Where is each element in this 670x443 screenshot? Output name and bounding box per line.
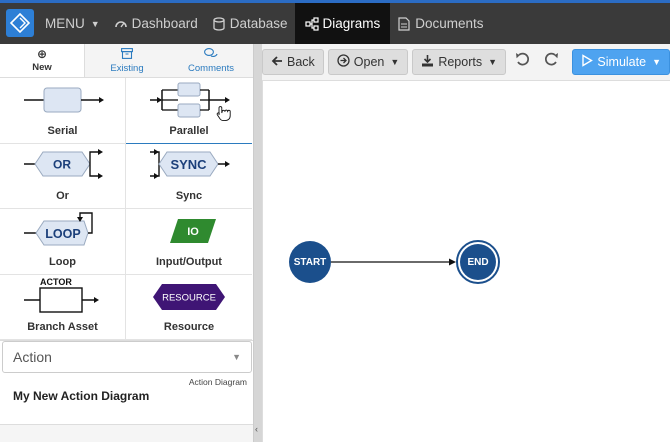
database-icon: [212, 16, 226, 31]
end-node[interactable]: END: [456, 240, 500, 284]
dashboard-icon: [114, 17, 128, 31]
nav-item-label: Documents: [415, 16, 484, 31]
back-label: Back: [287, 55, 315, 69]
resource-shape-text: RESOURCE: [162, 292, 216, 303]
nav-item-dashboard[interactable]: Dashboard: [107, 3, 205, 44]
menu-label: MENU: [45, 16, 85, 31]
shape-label: Sync: [175, 190, 203, 202]
shape-label: Or: [56, 190, 69, 202]
chevron-left-icon[interactable]: ‹: [255, 424, 258, 434]
tab-label: Existing: [110, 62, 144, 74]
redo-button[interactable]: [539, 49, 564, 75]
play-icon: [581, 54, 594, 70]
shape-label: Input/Output: [156, 255, 222, 268]
shape-grid: Serial Parallel: [0, 78, 253, 341]
or-shape-icon: OR: [24, 148, 103, 179]
back-button[interactable]: Back: [262, 49, 324, 75]
actor-shape-text: ACTOR: [40, 277, 72, 287]
tab-label: New: [32, 62, 52, 73]
shape-label: Branch Asset: [27, 321, 98, 333]
arrow-left-icon: [271, 55, 283, 70]
nav-item-documents[interactable]: Documents: [390, 3, 490, 44]
caret-down-icon: ▼: [232, 352, 241, 362]
sync-shape-text: SYNC: [170, 157, 207, 172]
shape-palette-panel: ⊕ New Existing Comments Serial: [0, 44, 254, 442]
panel-footer: [0, 424, 253, 442]
diagram-type-label: Action Diagram: [188, 377, 247, 387]
shape-label: Loop: [49, 255, 76, 268]
simulate-label: Simulate: [597, 55, 647, 69]
redo-icon: [544, 52, 559, 72]
or-shape-text: OR: [53, 157, 71, 171]
sync-shape-icon: SYNC: [150, 148, 230, 179]
document-icon: [397, 16, 411, 31]
tab-label: Comments: [188, 62, 234, 74]
download-icon: [421, 54, 434, 70]
panel-splitter[interactable]: ‹: [254, 44, 262, 442]
nav-item-label: Dashboard: [131, 16, 198, 31]
caret-down-icon: ▼: [652, 57, 661, 67]
circle-arrow-right-icon: [337, 54, 350, 70]
diagram-name[interactable]: My New Action Diagram: [13, 389, 150, 403]
shape-loop[interactable]: LOOP Loop: [0, 209, 126, 275]
shape-or[interactable]: OR Or: [0, 143, 126, 209]
tab-new[interactable]: ⊕ New: [0, 44, 85, 77]
shape-label: Resource: [163, 321, 215, 333]
shape-label: Parallel: [169, 124, 209, 137]
resource-shape-icon: RESOURCE: [153, 283, 225, 310]
caret-down-icon: ▼: [488, 57, 498, 67]
diagram-editor: Back Open ▼ Reports ▼ Simulate ▼: [262, 44, 670, 442]
shape-serial[interactable]: Serial: [0, 78, 126, 144]
top-navbar: MENU ▼ Dashboard Database Diagrams Docume…: [0, 3, 670, 44]
shape-branch-asset[interactable]: ACTOR Branch Asset: [0, 274, 126, 340]
actor-shape-icon: ACTOR: [24, 277, 99, 313]
diagram-icon: [304, 16, 319, 31]
io-shape-text: IO: [187, 226, 199, 238]
select-value: Action: [13, 349, 52, 365]
shape-label: Serial: [47, 124, 78, 137]
palette-tabs: ⊕ New Existing Comments: [0, 44, 253, 78]
reports-button[interactable]: Reports ▼: [412, 49, 507, 75]
start-node[interactable]: START: [289, 241, 331, 283]
diagram-type-select[interactable]: Action ▼: [2, 341, 252, 373]
editor-toolbar: Back Open ▼ Reports ▼ Simulate ▼: [262, 44, 670, 80]
tab-comments[interactable]: Comments: [169, 44, 253, 77]
reports-label: Reports: [438, 55, 483, 69]
tab-existing[interactable]: Existing: [85, 44, 169, 77]
serial-shape-icon: [24, 87, 104, 113]
archive-icon: [121, 47, 133, 61]
loop-shape-icon: LOOP: [24, 212, 93, 246]
simulate-button[interactable]: Simulate ▼: [572, 49, 670, 75]
shape-input-output[interactable]: IO Input/Output: [126, 209, 252, 275]
start-end-connector[interactable]: [263, 81, 670, 443]
nav-item-diagrams[interactable]: Diagrams: [294, 3, 391, 44]
open-button[interactable]: Open ▼: [327, 49, 409, 75]
comments-icon: [204, 47, 218, 61]
caret-down-icon: ▼: [90, 18, 100, 29]
undo-icon: [515, 52, 530, 72]
nav-item-database[interactable]: Database: [205, 3, 295, 44]
start-node-label: START: [293, 256, 327, 268]
top-accent-line: [0, 0, 670, 3]
open-label: Open: [353, 55, 385, 69]
shape-sync[interactable]: SYNC Sync: [126, 144, 252, 209]
nav-item-label: Diagrams: [322, 16, 381, 31]
diagram-canvas[interactable]: START END: [262, 80, 670, 442]
nav-item-label: Database: [229, 16, 288, 31]
app-logo[interactable]: [6, 9, 34, 37]
plus-circle-icon: ⊕: [36, 47, 48, 61]
shape-resource[interactable]: RESOURCE Resource: [126, 275, 252, 340]
end-node-inner: END: [460, 244, 496, 280]
io-shape-icon: IO: [170, 219, 216, 243]
loop-shape-text: LOOP: [45, 227, 80, 241]
end-node-label: END: [467, 256, 489, 268]
undo-button[interactable]: [510, 49, 535, 75]
menu-button[interactable]: MENU ▼: [38, 3, 107, 44]
caret-down-icon: ▼: [390, 57, 400, 67]
hand-cursor-icon: [216, 106, 231, 122]
parallel-shape-icon: [150, 82, 231, 122]
shape-parallel[interactable]: Parallel: [126, 78, 252, 144]
